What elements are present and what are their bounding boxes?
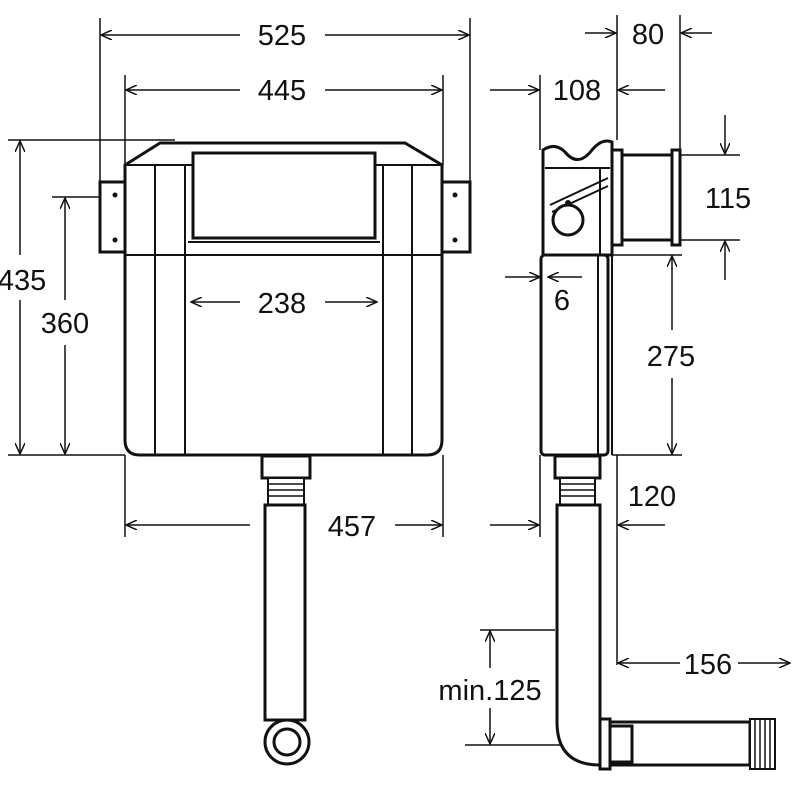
cistern-body: [98, 141, 472, 457]
front-dimensions: 525 445 238 457 435 360: [0, 20, 469, 543]
dim-156: 156: [684, 649, 732, 681]
inlet-pipe: [620, 153, 674, 242]
dim-445: 445: [258, 75, 306, 107]
side-outlet-pipe: [553, 454, 776, 771]
side-dimensions: 108 80 115 6 275 120 156 min.125: [438, 19, 790, 744]
dim-275: 275: [647, 341, 695, 373]
dim-525: 525: [258, 20, 306, 52]
dim-108: 108: [553, 75, 601, 107]
dim-80: 80: [632, 19, 664, 51]
front-outlet-pipe: [260, 454, 312, 766]
dim-6: 6: [554, 285, 570, 317]
window: [191, 151, 377, 240]
dim-360: 360: [41, 308, 89, 340]
dim-120: 120: [628, 481, 676, 513]
dim-min-125: min.125: [438, 675, 541, 707]
side-cistern-body: [539, 139, 682, 457]
front-view: 525 445 238 457 435 360: [0, 18, 472, 766]
side-view: 108 80 115 6 275 120 156 min.125: [438, 15, 790, 771]
dim-435: 435: [0, 265, 46, 297]
dim-115: 115: [705, 183, 751, 215]
dim-238: 238: [258, 288, 306, 320]
dim-457: 457: [328, 511, 376, 543]
